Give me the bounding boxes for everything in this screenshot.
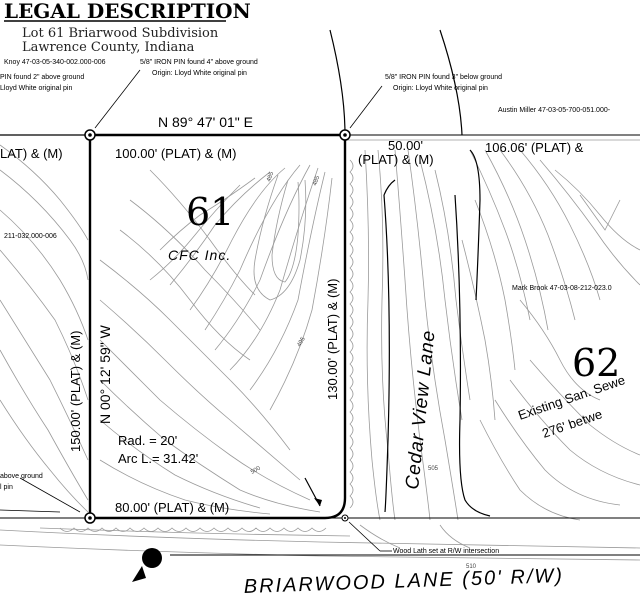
pin-northwest-icon: [84, 129, 96, 141]
row-plat-label: (PLAT) & (M): [358, 152, 434, 167]
contour-510-label: 510: [466, 564, 477, 570]
lot-61-boundary: [88, 133, 347, 520]
contour-495-label: 495: [297, 336, 308, 348]
curve-arc-length-label: Arc L.= 31.42': [118, 451, 198, 466]
brook-parcel-note: Mark Brook 47-03-08-212-023.0: [512, 285, 612, 292]
pin-bottom-left-note-2: l pin: [0, 484, 13, 491]
left-edge-distance-label: LAT) & (M): [0, 146, 63, 161]
pin-top-right-note-1: 5/8" IRON PIN found 3" below ground: [385, 74, 502, 81]
pin-top-right-note-2: Origin: Lloyd White original pin: [393, 85, 488, 92]
west-distance-label: 150.00' (PLAT) & (M): [68, 331, 83, 452]
lot-61-owner: CFC Inc.: [168, 247, 231, 263]
contour-485-label-a: 485: [266, 171, 275, 183]
wood-lath-note: Wood Lath set at R/W intersection: [393, 548, 499, 555]
contour-505-label: 505: [428, 466, 439, 472]
pin-southwest-icon: [84, 512, 96, 524]
legal-description-title: LEGAL DESCRIPTION: [4, 0, 251, 23]
leader-lines: [19, 69, 392, 552]
row-distance-label: 50.00': [388, 138, 423, 153]
iron-pins: [84, 129, 351, 582]
pin-bottom-left-note-1: above ground: [0, 473, 43, 480]
pin-left-note-2: Lloyd White original pin: [0, 85, 72, 92]
control-point-icon: [142, 548, 162, 568]
east-distance-label: 130.00' (PLAT) & (M): [325, 279, 340, 400]
tree-line: [59, 159, 354, 532]
knoy-parcel-note: Knoy 47-03-05-340-002.000-006: [4, 59, 106, 66]
contour-500-label: 500: [250, 465, 262, 476]
street-lines: [0, 29, 640, 556]
north-arrow-icon: [132, 566, 146, 582]
county-state-line: Lawrence County, Indiana: [22, 40, 195, 55]
lot-subdivision-line: Lot 61 Briarwood Subdivision: [22, 26, 219, 41]
pin-top-left-note-1: 5/8" IRON PIN found 4" above ground: [140, 59, 258, 66]
left-parcel-note: 211-032.000-006: [4, 233, 57, 240]
curve-radius-label: Rad. = 20': [118, 433, 177, 448]
lot-62-number: 62: [572, 341, 620, 385]
right-distance-label: 106.06' (PLAT) &: [485, 140, 584, 155]
lot-61-number: 61: [186, 190, 234, 234]
austin-parcel-note: Austin Miller 47-03-05-700-051.000-: [498, 107, 611, 114]
south-distance-label: 80.00' (PLAT) & (M): [115, 500, 229, 515]
north-bearing-label: N 89° 47' 01" E: [158, 114, 253, 130]
pin-left-note-1: PIN found 2" above ground: [0, 74, 84, 81]
wood-lath-marker-icon: [341, 514, 349, 522]
pin-northeast-icon: [339, 129, 351, 141]
contour-485-label-b: 485: [312, 175, 321, 187]
north-distance-label: 100.00' (PLAT) & (M): [115, 146, 236, 161]
pin-top-left-note-2: Origin: Lloyd White original pin: [152, 70, 247, 77]
west-bearing-label: N 00° 12' 59" W: [97, 324, 113, 424]
topographic-contours: [0, 144, 640, 561]
